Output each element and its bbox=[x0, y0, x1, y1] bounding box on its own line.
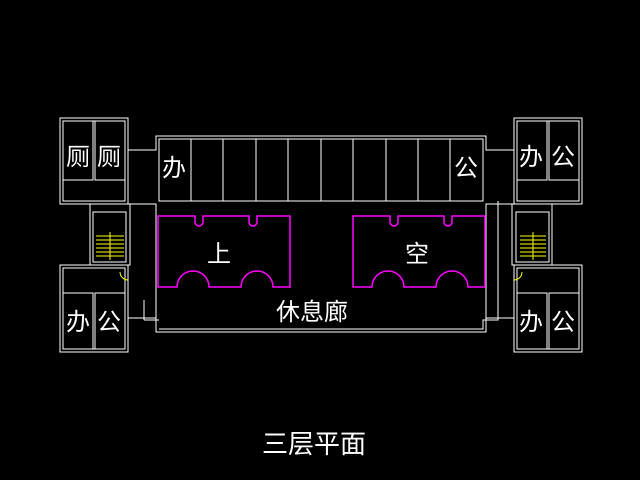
drawing-title: 三层平面 bbox=[262, 430, 366, 460]
block-bottom-left bbox=[59, 264, 129, 353]
stair-treads-left bbox=[96, 232, 129, 281]
label-office-bottom-left-1: 办 bbox=[66, 308, 90, 336]
label-office-top-right-2: 公 bbox=[551, 143, 575, 171]
void-right-outline bbox=[352, 215, 486, 288]
label-office-bottom-left-2: 公 bbox=[97, 308, 121, 336]
central-building bbox=[128, 135, 514, 333]
stair-treads-right bbox=[513, 232, 546, 281]
label-corridor-left: 办 bbox=[162, 154, 186, 182]
label-void-right: 空 bbox=[405, 240, 429, 268]
void-left-outline bbox=[157, 215, 291, 288]
label-office-bottom-right-1: 办 bbox=[519, 308, 543, 336]
label-void-left: 上 bbox=[207, 240, 231, 268]
stair-core-right bbox=[511, 203, 553, 266]
label-office-bottom-right-2: 公 bbox=[551, 308, 575, 336]
office-bays bbox=[190, 139, 451, 201]
label-lounge: 休息廊 bbox=[276, 298, 348, 326]
stair-core-left bbox=[89, 203, 131, 266]
label-corridor-right: 公 bbox=[454, 154, 478, 182]
label-office-top-right-1: 办 bbox=[519, 143, 543, 171]
label-toilet-left: 厕 bbox=[66, 143, 90, 171]
label-toilet-right: 厕 bbox=[97, 143, 121, 171]
